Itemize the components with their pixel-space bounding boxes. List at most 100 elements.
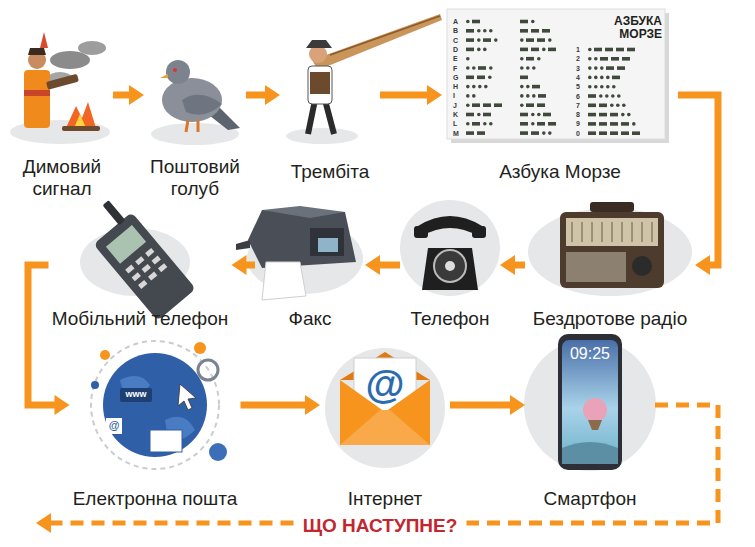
mobile-phone-icon — [78, 194, 196, 321]
morse-dot — [466, 85, 470, 89]
morse-dash — [483, 38, 491, 42]
morse-letter: A — [453, 18, 463, 25]
morse-digit: 8 — [576, 111, 586, 118]
morse-dot — [472, 94, 476, 98]
flow-arrow — [365, 255, 400, 275]
morse-dot — [600, 66, 604, 70]
morse-dot — [526, 66, 530, 70]
morse-dot — [606, 76, 610, 80]
morse-dash — [599, 131, 607, 135]
morse-letter: H — [453, 83, 463, 90]
morse-dot — [588, 66, 592, 70]
morse-dash — [617, 66, 625, 70]
stage-node: Бездротове радіо — [525, 190, 695, 330]
morse-dot — [466, 57, 470, 61]
arrow-head — [365, 255, 380, 275]
morse-dash — [537, 103, 545, 107]
morse-dash — [543, 113, 551, 117]
morse-dot — [483, 48, 487, 52]
arrow-line — [678, 95, 718, 265]
morse-dot — [600, 76, 604, 80]
morse-dash — [621, 131, 629, 135]
morse-dot — [477, 38, 481, 42]
clock-text: 09:25 — [562, 346, 618, 362]
morse-dot — [483, 122, 487, 126]
morse-dot — [599, 94, 603, 98]
question-node: ЩО НАСТУПНЕ? — [300, 509, 461, 537]
morse-dot — [632, 122, 636, 126]
morse-letter: B — [453, 27, 463, 34]
flow-arrow — [241, 395, 321, 415]
morse-dot — [588, 85, 592, 89]
morse-dash — [520, 76, 528, 80]
morse-dash — [537, 122, 545, 126]
morse-dash — [588, 131, 596, 135]
morse-dot — [611, 94, 615, 98]
morse-dot — [472, 66, 476, 70]
morse-dot — [520, 94, 524, 98]
morse-dot — [588, 57, 592, 61]
smoke-signal-icon — [10, 32, 110, 144]
morse-dash — [599, 104, 607, 108]
morse-dot — [531, 20, 535, 24]
morse-dash — [594, 48, 602, 52]
node-caption: Димовий сигнал — [14, 156, 110, 200]
flow-arrow — [467, 405, 719, 523]
morse-dash — [548, 122, 556, 126]
pigeon-icon — [151, 60, 240, 145]
morse-dash — [466, 48, 474, 52]
morse-dash — [537, 38, 545, 42]
morse-dot — [477, 113, 481, 117]
node-caption: Азбука Морзе — [499, 161, 621, 183]
morse-dash — [610, 113, 618, 117]
node-caption: ЩО НАСТУПНЕ? — [303, 515, 458, 537]
morse-dot — [472, 85, 476, 89]
morse-dot — [594, 57, 598, 61]
morse-letter: F — [453, 65, 463, 72]
morse-dot — [484, 85, 488, 89]
telephone-icon — [400, 200, 500, 296]
morse-dash — [466, 38, 474, 42]
morse-dash — [599, 113, 607, 117]
icon-text: @ — [106, 420, 122, 431]
morse-dash — [483, 103, 491, 107]
morse-dash — [531, 131, 539, 135]
morse-dot — [489, 29, 493, 33]
morse-dash — [612, 76, 620, 80]
node-caption: Трембіта — [291, 161, 370, 183]
dashed-continuation — [50, 521, 294, 526]
morse-dash — [621, 122, 629, 126]
morse-dash — [494, 103, 502, 107]
morse-dash — [538, 94, 546, 98]
arrow-head — [232, 255, 247, 275]
morse-dash — [627, 48, 635, 52]
morse-dash — [520, 122, 528, 126]
stage-node: Поштовий голуб — [144, 50, 246, 200]
flow-arrow — [500, 255, 525, 275]
node-caption: Телефон — [411, 308, 490, 330]
morse-dot — [610, 104, 614, 108]
morse-digit: 7 — [576, 102, 586, 109]
morse-dash — [466, 76, 474, 80]
morse-dot — [594, 66, 598, 70]
node-caption: Поштовий голуб — [147, 156, 243, 200]
morse-dash — [466, 113, 474, 117]
stage-node: Смартфон — [525, 325, 655, 510]
morse-dot — [532, 94, 536, 98]
morse-dash — [520, 113, 528, 117]
stage-node: Трембіта — [280, 20, 380, 183]
morse-dash — [632, 131, 640, 135]
morse-digit: 5 — [576, 83, 586, 90]
morse-dash — [600, 57, 608, 61]
morse-dot — [617, 94, 621, 98]
morse-dash — [532, 85, 540, 89]
morse-letter: G — [453, 74, 463, 81]
node-caption: Факс — [288, 308, 331, 330]
arrow-line — [450, 402, 513, 409]
morse-dash — [542, 29, 550, 33]
morse-letter: C — [453, 37, 463, 44]
